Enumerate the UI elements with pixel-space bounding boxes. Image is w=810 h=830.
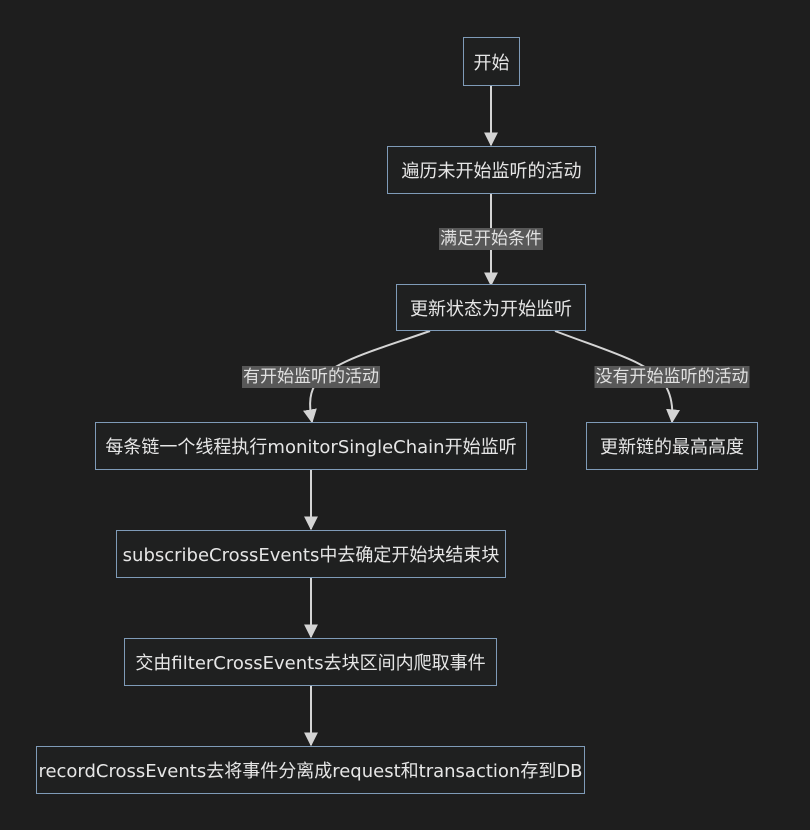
monitor-chain-node: 每条链一个线程执行monitorSingleChain开始监听 (95, 422, 527, 470)
edge-label-no-activity: 没有开始监听的活动 (594, 366, 750, 388)
start-node: 开始 (463, 37, 520, 86)
subscribe-events-node: subscribeCrossEvents中去确定开始块结束块 (116, 530, 506, 578)
update-height-node: 更新链的最高高度 (586, 422, 758, 470)
record-events-node: recordCrossEvents去将事件分离成request和transact… (36, 746, 585, 794)
edge-label-condition-met: 满足开始条件 (439, 228, 543, 250)
iterate-activities-node: 遍历未开始监听的活动 (387, 146, 596, 194)
update-status-node: 更新状态为开始监听 (396, 284, 586, 331)
edge-label-has-activity: 有开始监听的活动 (242, 366, 380, 388)
filter-events-node: 交由filterCrossEvents去块区间内爬取事件 (124, 638, 497, 686)
